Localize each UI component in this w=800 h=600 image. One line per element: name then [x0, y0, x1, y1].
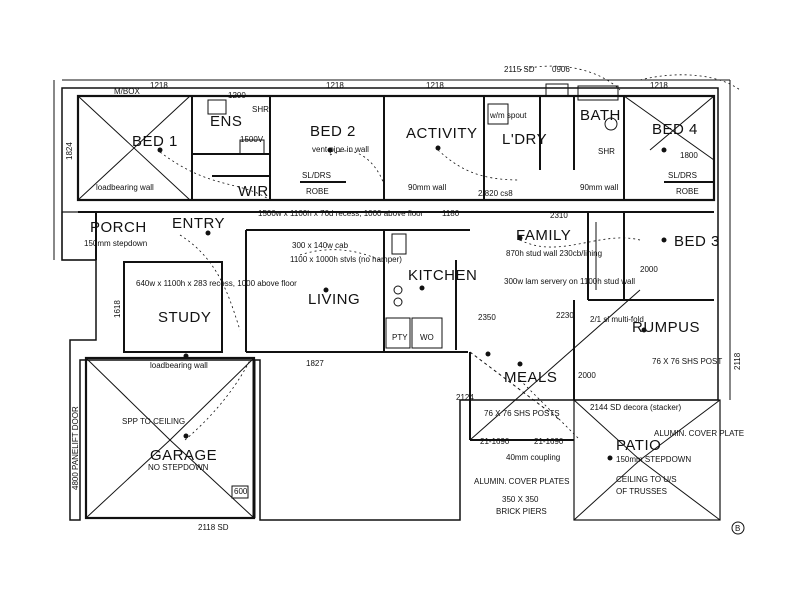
- note-trusses: OF TRUSSES: [616, 487, 667, 496]
- room-study: STUDY: [158, 309, 211, 326]
- room-bed4: BED 4: [652, 121, 698, 138]
- note-piers: 350 X 350: [502, 495, 539, 504]
- note-panelift-door: 4800 PANELIFT DOOR: [71, 406, 80, 490]
- note-2000b: 2000: [578, 371, 596, 380]
- note-nostep: NO STEPDOWN: [148, 463, 209, 472]
- note-1827: 1827: [306, 359, 324, 368]
- room-labels: BED 1 ENS WIR BED 2 ACTIVITY L'DRY BATH …: [90, 107, 720, 464]
- note-porch-step: 150mm stepdown: [84, 239, 147, 248]
- room-patio: PATIO: [616, 437, 661, 454]
- note-loadbearing1: loadbearing wall: [96, 183, 154, 192]
- room-living: LIVING: [308, 291, 360, 308]
- note-1800: 1800: [680, 151, 698, 160]
- note-mbox: M/BOX: [114, 87, 140, 96]
- note-n1218c: 1218: [426, 81, 444, 90]
- note-2820: 2/820 cs8: [478, 189, 513, 198]
- note-pty: PTY: [392, 333, 408, 342]
- note-2118b: 2118: [733, 352, 742, 370]
- note-n2115: 2115 SD: [504, 65, 535, 74]
- note-stud-wall: 870h stud wall 230cb/lining: [506, 249, 602, 258]
- note-n0906: 0906: [552, 65, 570, 74]
- note-vent-pipe: vent pipe in wall: [312, 145, 369, 154]
- note-shr2: SHR: [598, 147, 615, 156]
- room-ens: ENS: [210, 113, 242, 130]
- room-bath: BATH: [580, 107, 621, 124]
- note-1500v: 1500V: [240, 135, 264, 144]
- note-600: 600: [234, 487, 248, 496]
- note-n1200: 1200: [228, 91, 246, 100]
- note-ceiling: CEILING TO U/S: [616, 475, 677, 484]
- note-robe-b4: ROBE: [676, 187, 699, 196]
- note-wo: WO: [420, 333, 434, 342]
- note-2230: 2230: [556, 311, 574, 320]
- note-sd2118: 2118 SD: [198, 523, 229, 532]
- note-n1218b: 1218: [326, 81, 344, 90]
- electrical-wiring: [159, 65, 741, 441]
- note-spp: SPP TO CEILING: [122, 417, 185, 426]
- note-1180: 1180: [442, 209, 460, 218]
- note-21-1690a: 21-1690: [480, 437, 510, 446]
- fixtures: [207, 83, 619, 499]
- note-wm-spout: w/m spout: [489, 111, 527, 120]
- annotations: M/BOX 1218 1218 1218 1218 2115 SD 0906 1…: [65, 65, 745, 535]
- note-coupling: 40mm coupling: [506, 453, 560, 462]
- note-piers2: BRICK PIERS: [496, 507, 547, 516]
- note-1618: 1618: [113, 300, 122, 318]
- room-wir: WIR: [238, 183, 269, 200]
- room-activity: ACTIVITY: [406, 125, 478, 142]
- note-sldrs: SL/DRS: [302, 171, 331, 180]
- note-patio-step: 150mm STEPDOWN: [616, 455, 691, 464]
- switch-points: [157, 145, 667, 461]
- room-bed2: BED 2: [310, 123, 356, 140]
- note-21-1690b: 21-1690: [534, 437, 564, 446]
- room-bed1: BED 1: [132, 133, 178, 150]
- room-bed3: BED 3: [674, 233, 720, 250]
- note-alumin2: ALUMIN. COVER PLATES: [474, 477, 569, 486]
- note-wall-90: 90mm wall: [408, 183, 446, 192]
- note-sldrs-b4: SL/DRS: [668, 171, 697, 180]
- room-porch: PORCH: [90, 219, 147, 236]
- note-recess: 1500w x 1100h x 70d recess, 1000 above f…: [258, 209, 424, 218]
- note-recess3: 1100 x 1000h stvls (no hamper): [290, 255, 402, 264]
- note-2000: 2000: [640, 265, 658, 274]
- note-loadbearing2: loadbearing wall: [150, 361, 208, 370]
- room-entry: ENTRY: [172, 215, 225, 232]
- note-b-mark: B: [735, 524, 740, 533]
- note-2144: 2144 SD decora (stacker): [590, 403, 681, 412]
- room-garage: GARAGE: [150, 447, 217, 464]
- room-rumpus: RUMPUS: [632, 319, 700, 336]
- note-study-recess: 640w x 1100h x 283 recess, 1000 above fl…: [136, 279, 297, 288]
- note-90wall2: 90mm wall: [580, 183, 618, 192]
- room-meals: MEALS: [504, 369, 557, 386]
- note-servery: 300w lam servery on 1100h stud wall: [504, 277, 635, 286]
- note-alumin1: ALUMIN. COVER PLATE: [654, 429, 744, 438]
- note-n1218a: 1218: [150, 81, 168, 90]
- note-76post: 76 X 76 SHS POST: [652, 357, 722, 366]
- note-76posts: 76 X 76 SHS POSTS: [484, 409, 560, 418]
- room-kitchen: KITCHEN: [408, 267, 477, 284]
- note-shr1: SHR: [252, 105, 269, 114]
- note-n1218d: 1218: [650, 81, 668, 90]
- note-2310: 2310: [550, 211, 568, 220]
- walls: [53, 79, 731, 521]
- note-1824: 1824: [65, 142, 74, 160]
- room-family: FAMILY: [516, 227, 571, 244]
- note-slfold: 2/1 sl multi-fold: [590, 315, 644, 324]
- roof-hip-lines: [77, 95, 721, 521]
- note-recess2: 300 x 140w cab: [292, 241, 349, 250]
- grid-marker: [731, 521, 745, 535]
- note-robe: ROBE: [306, 187, 329, 196]
- note-2350: 2350: [478, 313, 496, 322]
- room-ldry: L'DRY: [502, 131, 547, 148]
- note-2124: 2124: [456, 393, 474, 402]
